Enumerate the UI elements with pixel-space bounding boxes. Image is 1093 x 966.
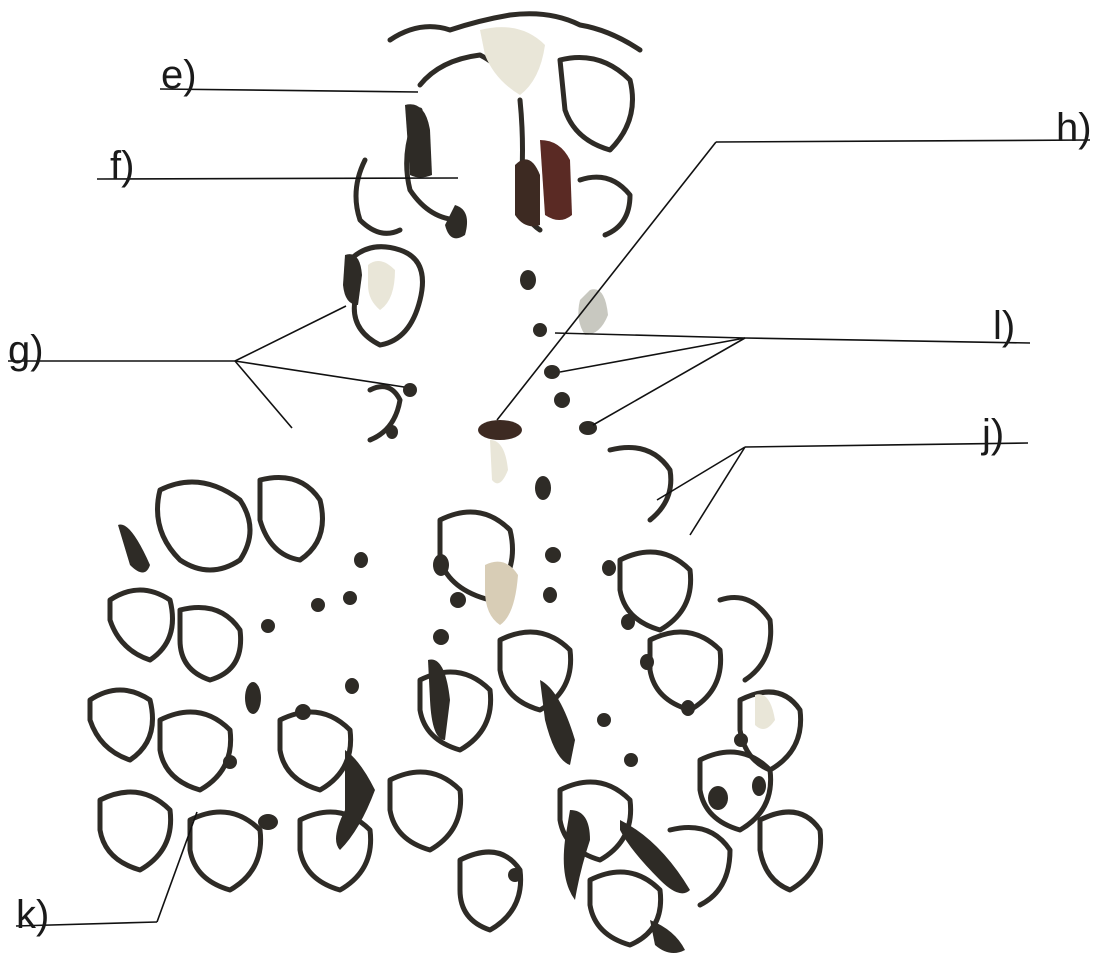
label-k: k) — [16, 895, 49, 935]
alveolus-wall — [160, 712, 231, 790]
airway-wall-left-2 — [356, 160, 400, 233]
capillary-dot — [640, 654, 654, 670]
alveolus-wall — [560, 58, 633, 151]
alveolus-wall — [720, 598, 771, 681]
capillary-dot — [624, 753, 638, 767]
label-f: f) — [110, 146, 134, 186]
wall-thickening — [445, 205, 467, 238]
leader-h — [716, 140, 1090, 142]
alveolus-wall — [190, 812, 261, 890]
label-g: g) — [8, 330, 44, 370]
capillary-dot — [621, 614, 635, 630]
alveolus-wall — [100, 792, 171, 870]
capillary-dot — [261, 619, 275, 633]
alveolus-wall — [460, 852, 521, 930]
alveolus-wall — [158, 482, 251, 570]
capillary-dot — [734, 733, 748, 747]
label-j: j) — [982, 414, 1004, 454]
bronchiole-end — [478, 420, 522, 440]
alveolus-wall — [760, 812, 821, 890]
leader-i-branch-1 — [555, 333, 745, 338]
leader-f — [97, 178, 458, 179]
capillary-dot — [508, 868, 522, 882]
capillary-dot — [543, 587, 557, 603]
leader-k-diag — [157, 812, 197, 922]
capillary-dot — [386, 425, 398, 439]
capillary-dot — [597, 713, 611, 727]
capillary-dot — [602, 560, 616, 576]
wall-thickening — [118, 525, 150, 573]
capillary-dot — [752, 776, 766, 796]
capillary-dot — [403, 383, 417, 397]
alveolus-wall — [180, 608, 241, 681]
pale-patch — [480, 27, 545, 95]
alveolus-wall — [610, 448, 671, 521]
leader-e — [160, 89, 418, 92]
capillary-dot — [450, 592, 466, 608]
pale-patch — [368, 261, 395, 310]
capillary-dot — [345, 678, 359, 694]
alveolus-wall — [590, 872, 661, 945]
capillary-dot — [258, 814, 278, 830]
alveolus-wall — [650, 632, 721, 710]
capillary-dot — [295, 704, 311, 720]
leader-g-branch-3 — [235, 361, 292, 428]
tan-patch — [485, 562, 518, 625]
capillary-dot — [708, 786, 728, 810]
leader-g-branch-1 — [235, 306, 346, 361]
capillary-dot — [535, 476, 551, 500]
alveolus-wall — [390, 772, 461, 850]
alveolus-wall — [300, 812, 371, 890]
label-e: e) — [161, 55, 197, 95]
blood-patch — [540, 140, 572, 220]
capillary-dot — [354, 552, 368, 568]
capillary-dot — [223, 755, 237, 769]
label-h: h) — [1056, 108, 1092, 148]
leader-i-branch-2 — [560, 338, 745, 372]
alveolus-wall — [110, 590, 173, 660]
capillary-dot — [433, 554, 449, 576]
capillary-dot — [545, 547, 561, 563]
capillary-dot — [433, 629, 449, 645]
wall-thickening — [343, 254, 362, 305]
wall-thickening — [650, 920, 685, 953]
capillary-dot — [554, 392, 570, 408]
alveolus-wall — [670, 828, 730, 906]
capillary-dot — [579, 421, 597, 435]
dark-patch — [515, 159, 540, 226]
pale-patch — [490, 440, 508, 483]
pale-patch — [755, 694, 775, 729]
leader-j-branch-2 — [690, 447, 745, 535]
label-i: l) — [993, 306, 1015, 346]
alveolus-wall — [580, 177, 630, 235]
capillary-dot — [245, 682, 261, 714]
alveolus-wall — [260, 478, 323, 561]
alveolus-wall — [500, 632, 571, 710]
capillary-dot — [311, 598, 325, 612]
capillary-dot — [533, 323, 547, 337]
capillary-dot — [681, 700, 695, 716]
alveolus-wall — [90, 690, 153, 760]
capillary-dot — [544, 365, 560, 379]
capillary-dot — [520, 270, 536, 290]
leader-g-branch-2 — [235, 361, 404, 387]
capillary-dot — [343, 591, 357, 605]
alveolus-wall — [280, 712, 351, 790]
leader-i-branch-3 — [593, 338, 745, 425]
leader-i — [745, 338, 1030, 343]
